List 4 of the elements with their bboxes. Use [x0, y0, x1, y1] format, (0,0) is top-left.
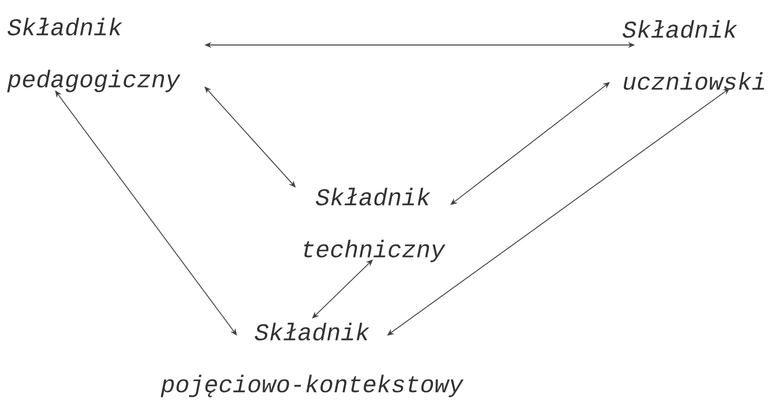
component-label: Składnik pojęciowo-kontekstowy [160, 322, 464, 398]
component-label: Składnik techniczny [304, 188, 446, 262]
component-label: Składnik pedagogiczny [7, 18, 180, 92]
component-label: Składnik uczniowski [622, 20, 764, 90]
